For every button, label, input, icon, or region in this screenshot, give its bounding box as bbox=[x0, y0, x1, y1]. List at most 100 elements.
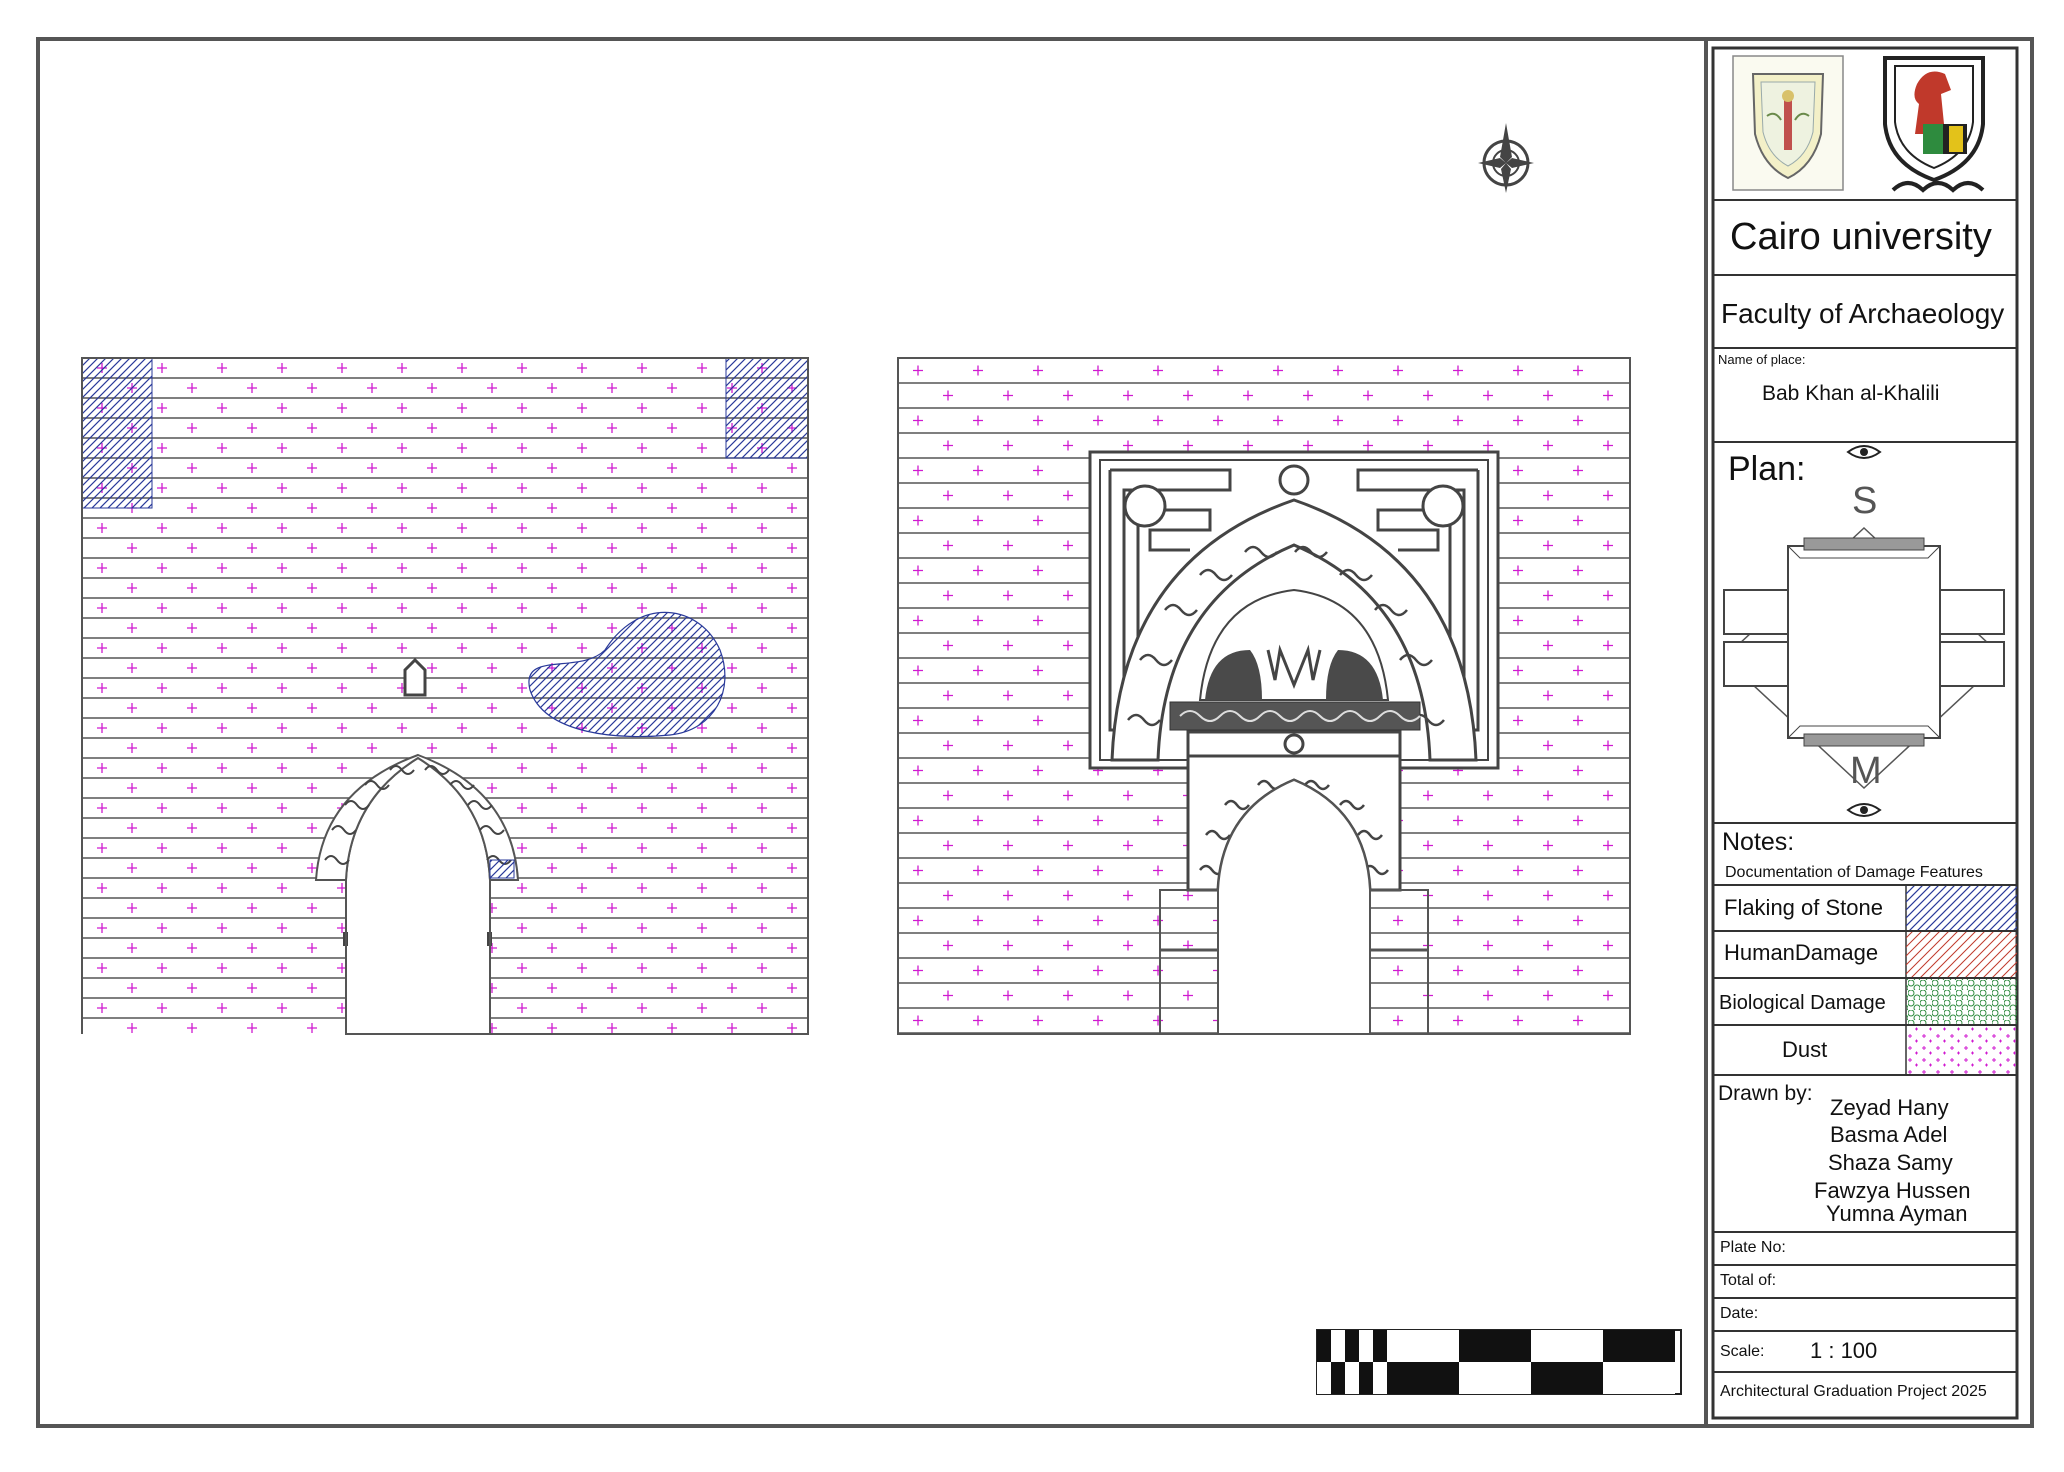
dust-mark bbox=[217, 403, 227, 413]
dust-mark bbox=[187, 663, 197, 673]
dust-mark bbox=[277, 523, 287, 533]
dust-mark bbox=[127, 583, 137, 593]
dust-mark bbox=[337, 443, 347, 453]
dust-mark bbox=[697, 923, 707, 933]
dust-mark bbox=[1063, 790, 1073, 801]
dust-mark bbox=[637, 763, 647, 773]
dust-mark bbox=[547, 383, 557, 393]
dust-mark bbox=[1543, 440, 1553, 451]
dust-mark bbox=[1333, 365, 1343, 376]
dust-mark bbox=[157, 363, 167, 373]
scale-cell bbox=[1359, 1362, 1373, 1394]
dust-mark bbox=[973, 815, 983, 826]
dust-mark bbox=[217, 563, 227, 573]
dust-mark bbox=[577, 563, 587, 573]
dust-mark bbox=[277, 363, 287, 373]
dust-mark bbox=[337, 403, 347, 413]
dust-mark bbox=[1093, 415, 1103, 426]
dust-mark bbox=[247, 1023, 257, 1033]
dust-mark bbox=[307, 623, 317, 633]
dust-mark bbox=[607, 463, 617, 473]
muqarnas-center bbox=[1266, 644, 1322, 690]
dust-mark bbox=[337, 643, 347, 653]
dust-mark bbox=[427, 743, 437, 753]
dust-mark bbox=[757, 1003, 767, 1013]
dust-mark bbox=[187, 983, 197, 993]
dust-mark bbox=[1513, 715, 1523, 726]
dust-mark bbox=[1033, 515, 1043, 526]
dust-mark bbox=[667, 943, 677, 953]
dust-mark bbox=[367, 423, 377, 433]
dust-mark bbox=[1033, 815, 1043, 826]
plan-label: Plan: bbox=[1728, 450, 1806, 488]
dust-mark bbox=[157, 603, 167, 613]
dust-mark bbox=[1393, 415, 1403, 426]
dust-mark bbox=[1573, 765, 1583, 776]
dust-mark bbox=[1333, 415, 1343, 426]
drawn-by-label: Drawn by: bbox=[1718, 1082, 1813, 1105]
dust-mark bbox=[247, 903, 257, 913]
dust-mark bbox=[307, 943, 317, 953]
dust-mark bbox=[277, 963, 287, 973]
dust-mark bbox=[1063, 490, 1073, 501]
dust-mark bbox=[547, 503, 557, 513]
dust-mark bbox=[247, 423, 257, 433]
dust-mark bbox=[787, 463, 797, 473]
dust-mark bbox=[637, 603, 647, 613]
dust-mark bbox=[913, 665, 923, 676]
dust-mark bbox=[1543, 740, 1553, 751]
dust-mark bbox=[577, 603, 587, 613]
dust-mark bbox=[457, 723, 467, 733]
orientation-bottom: M bbox=[1850, 750, 1882, 792]
dust-mark bbox=[667, 743, 677, 753]
dust-mark bbox=[757, 603, 767, 613]
dust-mark bbox=[1303, 440, 1313, 451]
keystone bbox=[1283, 733, 1305, 755]
dust-mark bbox=[157, 723, 167, 733]
dust-mark bbox=[697, 603, 707, 613]
dust-mark bbox=[187, 423, 197, 433]
dust-mark bbox=[913, 415, 923, 426]
dust-mark bbox=[157, 683, 167, 693]
dust-mark bbox=[1153, 965, 1163, 976]
dust-mark bbox=[607, 983, 617, 993]
dust-mark bbox=[1063, 390, 1073, 401]
dust-mark bbox=[577, 523, 587, 533]
dust-mark bbox=[97, 723, 107, 733]
dust-mark bbox=[787, 1023, 797, 1033]
dust-mark bbox=[277, 763, 287, 773]
dust-mark bbox=[697, 963, 707, 973]
dust-mark bbox=[787, 903, 797, 913]
dust-mark bbox=[1513, 615, 1523, 626]
dust-mark bbox=[457, 443, 467, 453]
dust-mark bbox=[1573, 565, 1583, 576]
dust-mark bbox=[1063, 440, 1073, 451]
dust-mark bbox=[217, 723, 227, 733]
dust-mark bbox=[973, 515, 983, 526]
dust-mark bbox=[607, 423, 617, 433]
dust-mark bbox=[1603, 390, 1613, 401]
inscription-band bbox=[1169, 701, 1421, 731]
dust-mark bbox=[727, 863, 737, 873]
dust-mark bbox=[307, 863, 317, 873]
dust-mark bbox=[337, 483, 347, 493]
scale-value: 1 : 100 bbox=[1810, 1338, 1878, 1363]
dust-mark bbox=[217, 803, 227, 813]
dust-mark bbox=[1603, 640, 1613, 651]
scale-cell bbox=[1373, 1330, 1387, 1362]
dust-mark bbox=[943, 540, 953, 551]
dust-mark bbox=[637, 483, 647, 493]
dust-mark bbox=[1123, 440, 1133, 451]
dust-mark bbox=[457, 643, 467, 653]
muqarnas-cells bbox=[1205, 650, 1383, 700]
dust-mark bbox=[487, 423, 497, 433]
dust-mark bbox=[307, 383, 317, 393]
outer-frame bbox=[36, 37, 2034, 1428]
dust-mark bbox=[727, 463, 737, 473]
dust-mark bbox=[97, 643, 107, 653]
small-window bbox=[403, 657, 427, 697]
dust-mark bbox=[1243, 390, 1253, 401]
dust-mark bbox=[1573, 915, 1583, 926]
dust-mark bbox=[577, 1003, 587, 1013]
dust-mark bbox=[247, 943, 257, 953]
